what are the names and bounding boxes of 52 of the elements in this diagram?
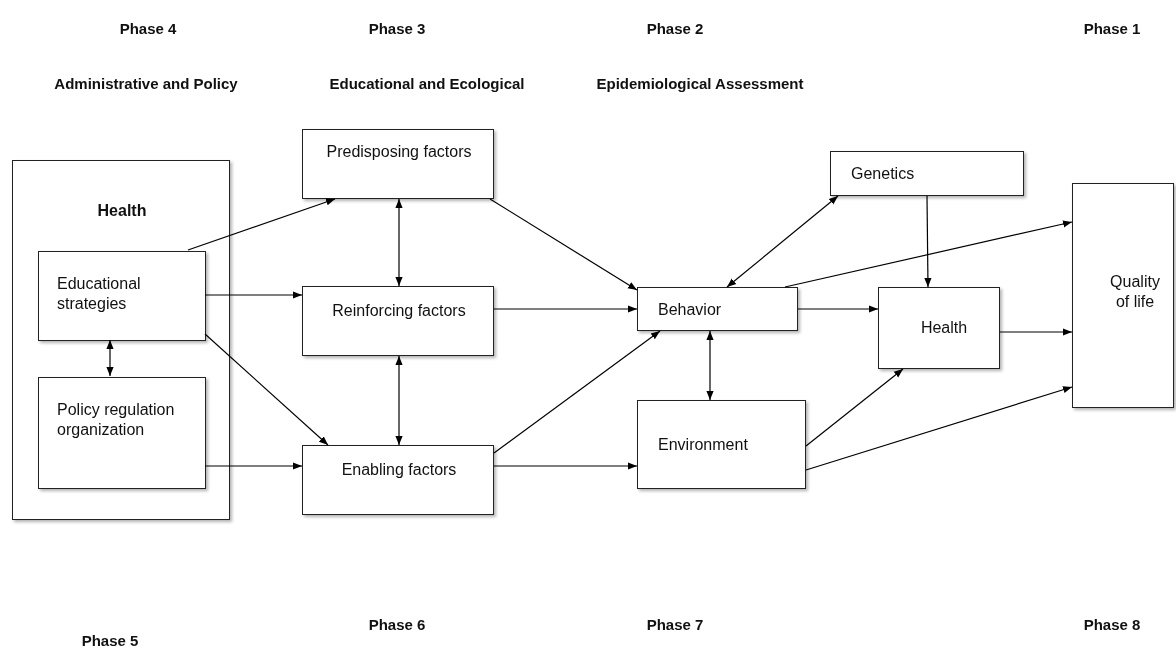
phase-heading: Administrative and Policy: [54, 75, 238, 92]
phase-heading: Epidemiological Assessment: [596, 75, 804, 92]
arrow: [493, 330, 661, 454]
phase-label: Phase 4: [119, 20, 177, 37]
arrow: [706, 330, 714, 401]
box-label: Environment: [658, 435, 749, 455]
process-box: [637, 287, 798, 331]
phase-heading: Educational and Ecological: [329, 75, 525, 92]
process-box: [302, 129, 494, 199]
arrow: [924, 195, 932, 288]
group-box: [12, 160, 230, 520]
arrow: [204, 333, 329, 446]
arrow: [784, 220, 1073, 288]
arrow: [493, 305, 638, 313]
box-label: Policy regulation organization: [57, 400, 176, 440]
process-box: [302, 445, 494, 515]
arrow: [797, 305, 879, 313]
process-box: [830, 151, 1024, 196]
arrow: [106, 339, 114, 377]
box-label: Health: [919, 318, 969, 338]
arrow: [395, 355, 403, 446]
process-box: [1072, 183, 1174, 408]
phase-label: Phase 6: [368, 616, 426, 633]
group-heading: Health: [96, 201, 148, 221]
arrow: [805, 386, 1073, 471]
arrow: [489, 198, 638, 291]
phase-label: Phase 5: [81, 632, 139, 649]
process-box: [302, 286, 494, 356]
phase-label: Phase 1: [1083, 20, 1141, 37]
arrow: [204, 291, 303, 299]
box-label: Educational strategies: [57, 274, 142, 314]
process-box: [878, 287, 1000, 369]
box-label: Quality of life: [1109, 272, 1161, 312]
box-label: Reinforcing factors: [331, 301, 467, 321]
arrow: [493, 462, 638, 470]
phase-label: Phase 3: [368, 20, 426, 37]
box-label: Enabling factors: [340, 460, 458, 480]
box-label: Behavior: [658, 300, 723, 320]
box-label: Predisposing factors: [325, 142, 473, 162]
arrow: [805, 368, 904, 447]
arrow: [999, 328, 1073, 336]
arrow: [204, 462, 303, 470]
box-label: Genetics: [851, 164, 916, 184]
arrow: [395, 198, 403, 287]
phase-label: Phase 7: [646, 616, 704, 633]
process-box: [38, 377, 206, 489]
process-box: [637, 400, 806, 489]
arrow: [726, 195, 839, 288]
arrow: [187, 198, 336, 251]
phase-label: Phase 8: [1083, 616, 1141, 633]
phase-label: Phase 2: [646, 20, 704, 37]
process-box: [38, 251, 206, 341]
